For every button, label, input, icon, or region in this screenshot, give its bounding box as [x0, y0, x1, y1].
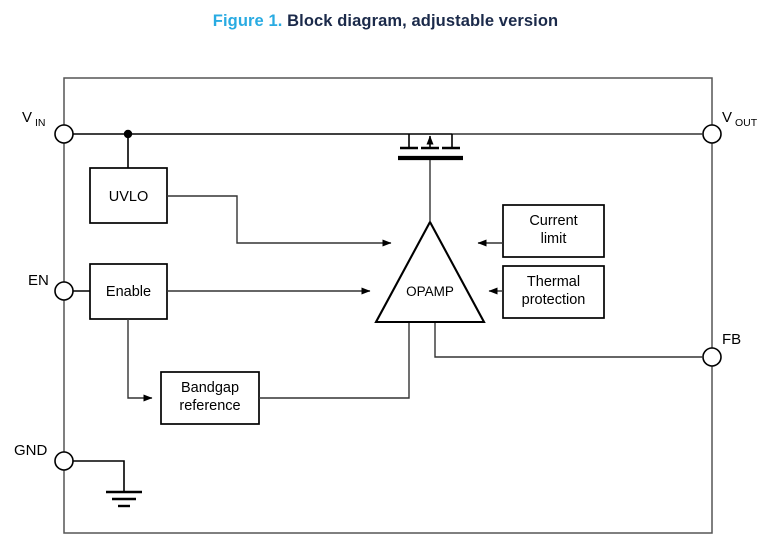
block-enable-label: Enable: [106, 284, 151, 300]
block-thermal-label-line2: protection: [522, 292, 586, 308]
ground-symbol: [106, 490, 142, 508]
opamp-symbol[interactable]: OPAMP: [374, 219, 486, 324]
opamp-label: OPAMP: [406, 284, 454, 299]
pin-vout-sublabel: OUT: [735, 117, 758, 129]
block-uvlo-label: UVLO: [109, 189, 149, 205]
terminal-fb[interactable]: [702, 347, 722, 367]
pin-gnd: GND: [14, 442, 74, 471]
pin-vout: V OUT: [702, 109, 758, 144]
block-uvlo[interactable]: UVLO: [89, 167, 168, 224]
terminal-vin[interactable]: [54, 124, 74, 144]
block-uvlo-rect[interactable]: [89, 167, 168, 224]
block-bandgap-rect[interactable]: [160, 371, 260, 425]
wire-enable-to-bandgap: [127, 319, 153, 402]
wire-fb-feedback: [434, 322, 703, 358]
pin-fb: FB: [702, 331, 741, 367]
terminal-gnd[interactable]: [54, 451, 74, 471]
block-bandgap-reference[interactable]: Bandgap reference: [160, 371, 260, 425]
mosfet-symbol: [398, 134, 463, 161]
wire-gnd: [73, 460, 125, 492]
wire-uvlo-to-opamp: [167, 195, 392, 247]
terminal-vout[interactable]: [702, 124, 722, 144]
block-current-limit[interactable]: Current limit: [502, 204, 605, 258]
block-thermal-rect[interactable]: [502, 265, 605, 319]
junction-dot-vin: [123, 129, 133, 139]
block-current-limit-label-line1: Current: [529, 213, 577, 229]
block-bandgap-label-line2: reference: [179, 398, 240, 414]
pin-vin-sublabel: IN: [35, 117, 46, 129]
terminal-en[interactable]: [54, 281, 74, 301]
opamp-triangle[interactable]: [374, 219, 486, 324]
block-enable[interactable]: Enable: [89, 263, 168, 320]
figure-number: Figure 1.: [212, 12, 283, 30]
pin-vout-label: V: [722, 109, 732, 126]
figure-title: Block diagram, adjustable version: [287, 12, 559, 30]
pin-gnd-label: GND: [14, 442, 48, 459]
block-bandgap-label-line1: Bandgap: [181, 380, 239, 396]
wire-bandgap-to-opamp: [259, 322, 410, 399]
block-thermal-protection[interactable]: Thermal protection: [502, 265, 605, 319]
block-current-limit-rect[interactable]: [502, 204, 605, 258]
pin-vin: V IN: [22, 109, 74, 144]
block-current-limit-label-line2: limit: [541, 231, 567, 247]
package-border: [63, 77, 713, 534]
pin-en-label: EN: [28, 272, 49, 289]
pin-vin-label: V: [22, 109, 32, 126]
pin-fb-label: FB: [722, 331, 741, 348]
block-thermal-label-line1: Thermal: [527, 274, 580, 290]
figure-caption: Figure 1. Block diagram, adjustable vers…: [0, 12, 771, 31]
pin-en: EN: [28, 272, 74, 301]
